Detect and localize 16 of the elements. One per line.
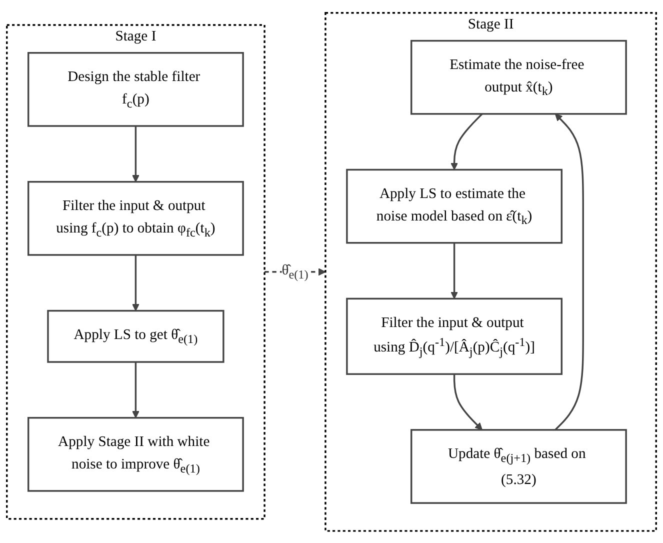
node-box: Apply LS to get θ̂$_{e(1)}$ (47, 310, 224, 362)
node-box: Update θ̂$_{e(j+1)}$ based on (5.32) (410, 428, 627, 504)
arrow (132, 254, 140, 311)
arrow (450, 112, 483, 170)
arrow (453, 374, 483, 430)
node-box: Filter the input & output using f$_{c}$(p) to obtain φ$_{fc}$(t$_{k}$) (28, 180, 244, 256)
node-box: Filter the input & output using D̂$_{j}$(q$^{-1}$)/[Â$_{j}$(p)Ĉ$_{j}$(q$^{-1}$)] (346, 297, 562, 375)
arrow (132, 126, 140, 182)
arrow (450, 242, 458, 299)
arrow (132, 362, 140, 418)
node-box: Estimate the noise-free output x̂(t$_{k}$) (410, 40, 627, 114)
edge-label: θ̂$_{e(1)}$ (282, 261, 308, 282)
node-box: Design the stable filter f$_{c}$(p) (28, 52, 244, 126)
node-box: Apply LS to estimate the noise model based on ε̂(t$_{k}$) (346, 168, 562, 244)
arrow (554, 113, 584, 430)
node-box: Apply Stage II with white noise to improve θ̂$_{e(1)}$ (28, 416, 244, 492)
